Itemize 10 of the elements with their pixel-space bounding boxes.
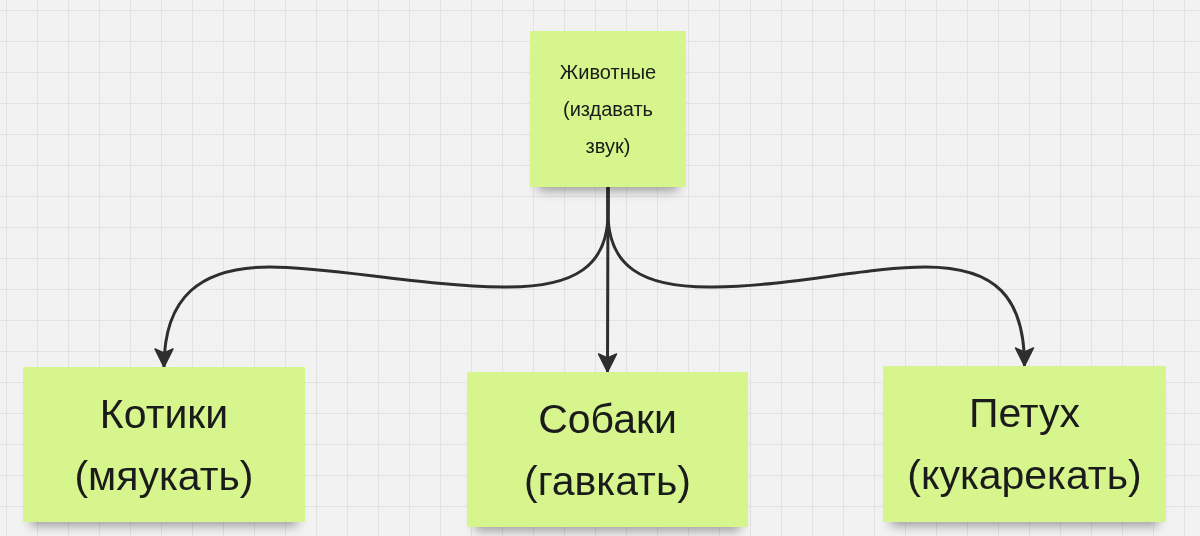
sticky-note: [23, 367, 305, 522]
node-text: Котики (мяукать): [73, 389, 255, 501]
node-text: Животные (издавать звук): [558, 59, 658, 159]
sticky-note: [530, 31, 686, 187]
sticky-note: [467, 372, 748, 527]
node-text: Петух (кукарекать): [906, 389, 1143, 500]
arrow: [606, 185, 1034, 368]
sticky-note: [883, 366, 1166, 522]
arrow: [597, 185, 618, 374]
node-text: Собаки (гавкать): [523, 394, 692, 506]
